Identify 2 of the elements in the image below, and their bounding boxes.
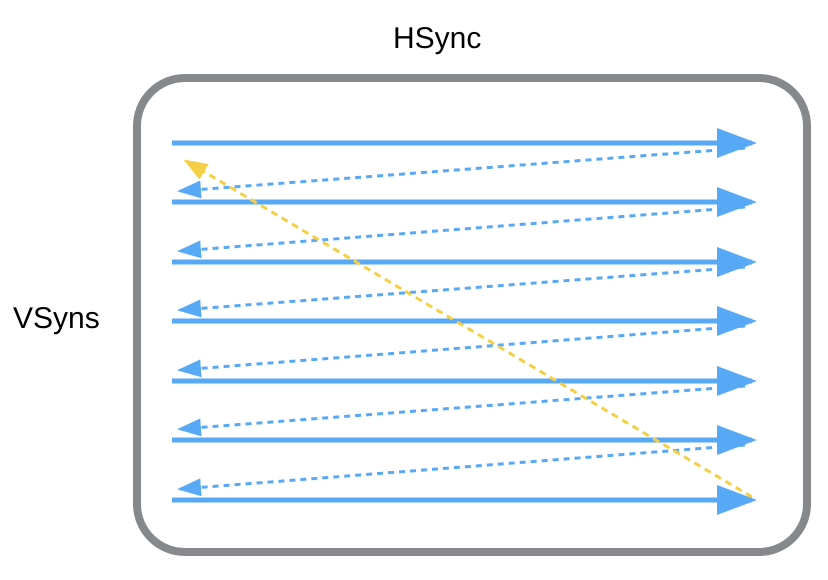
axis-label: VSyns [13,302,100,336]
axis-label: HSync [393,22,482,56]
